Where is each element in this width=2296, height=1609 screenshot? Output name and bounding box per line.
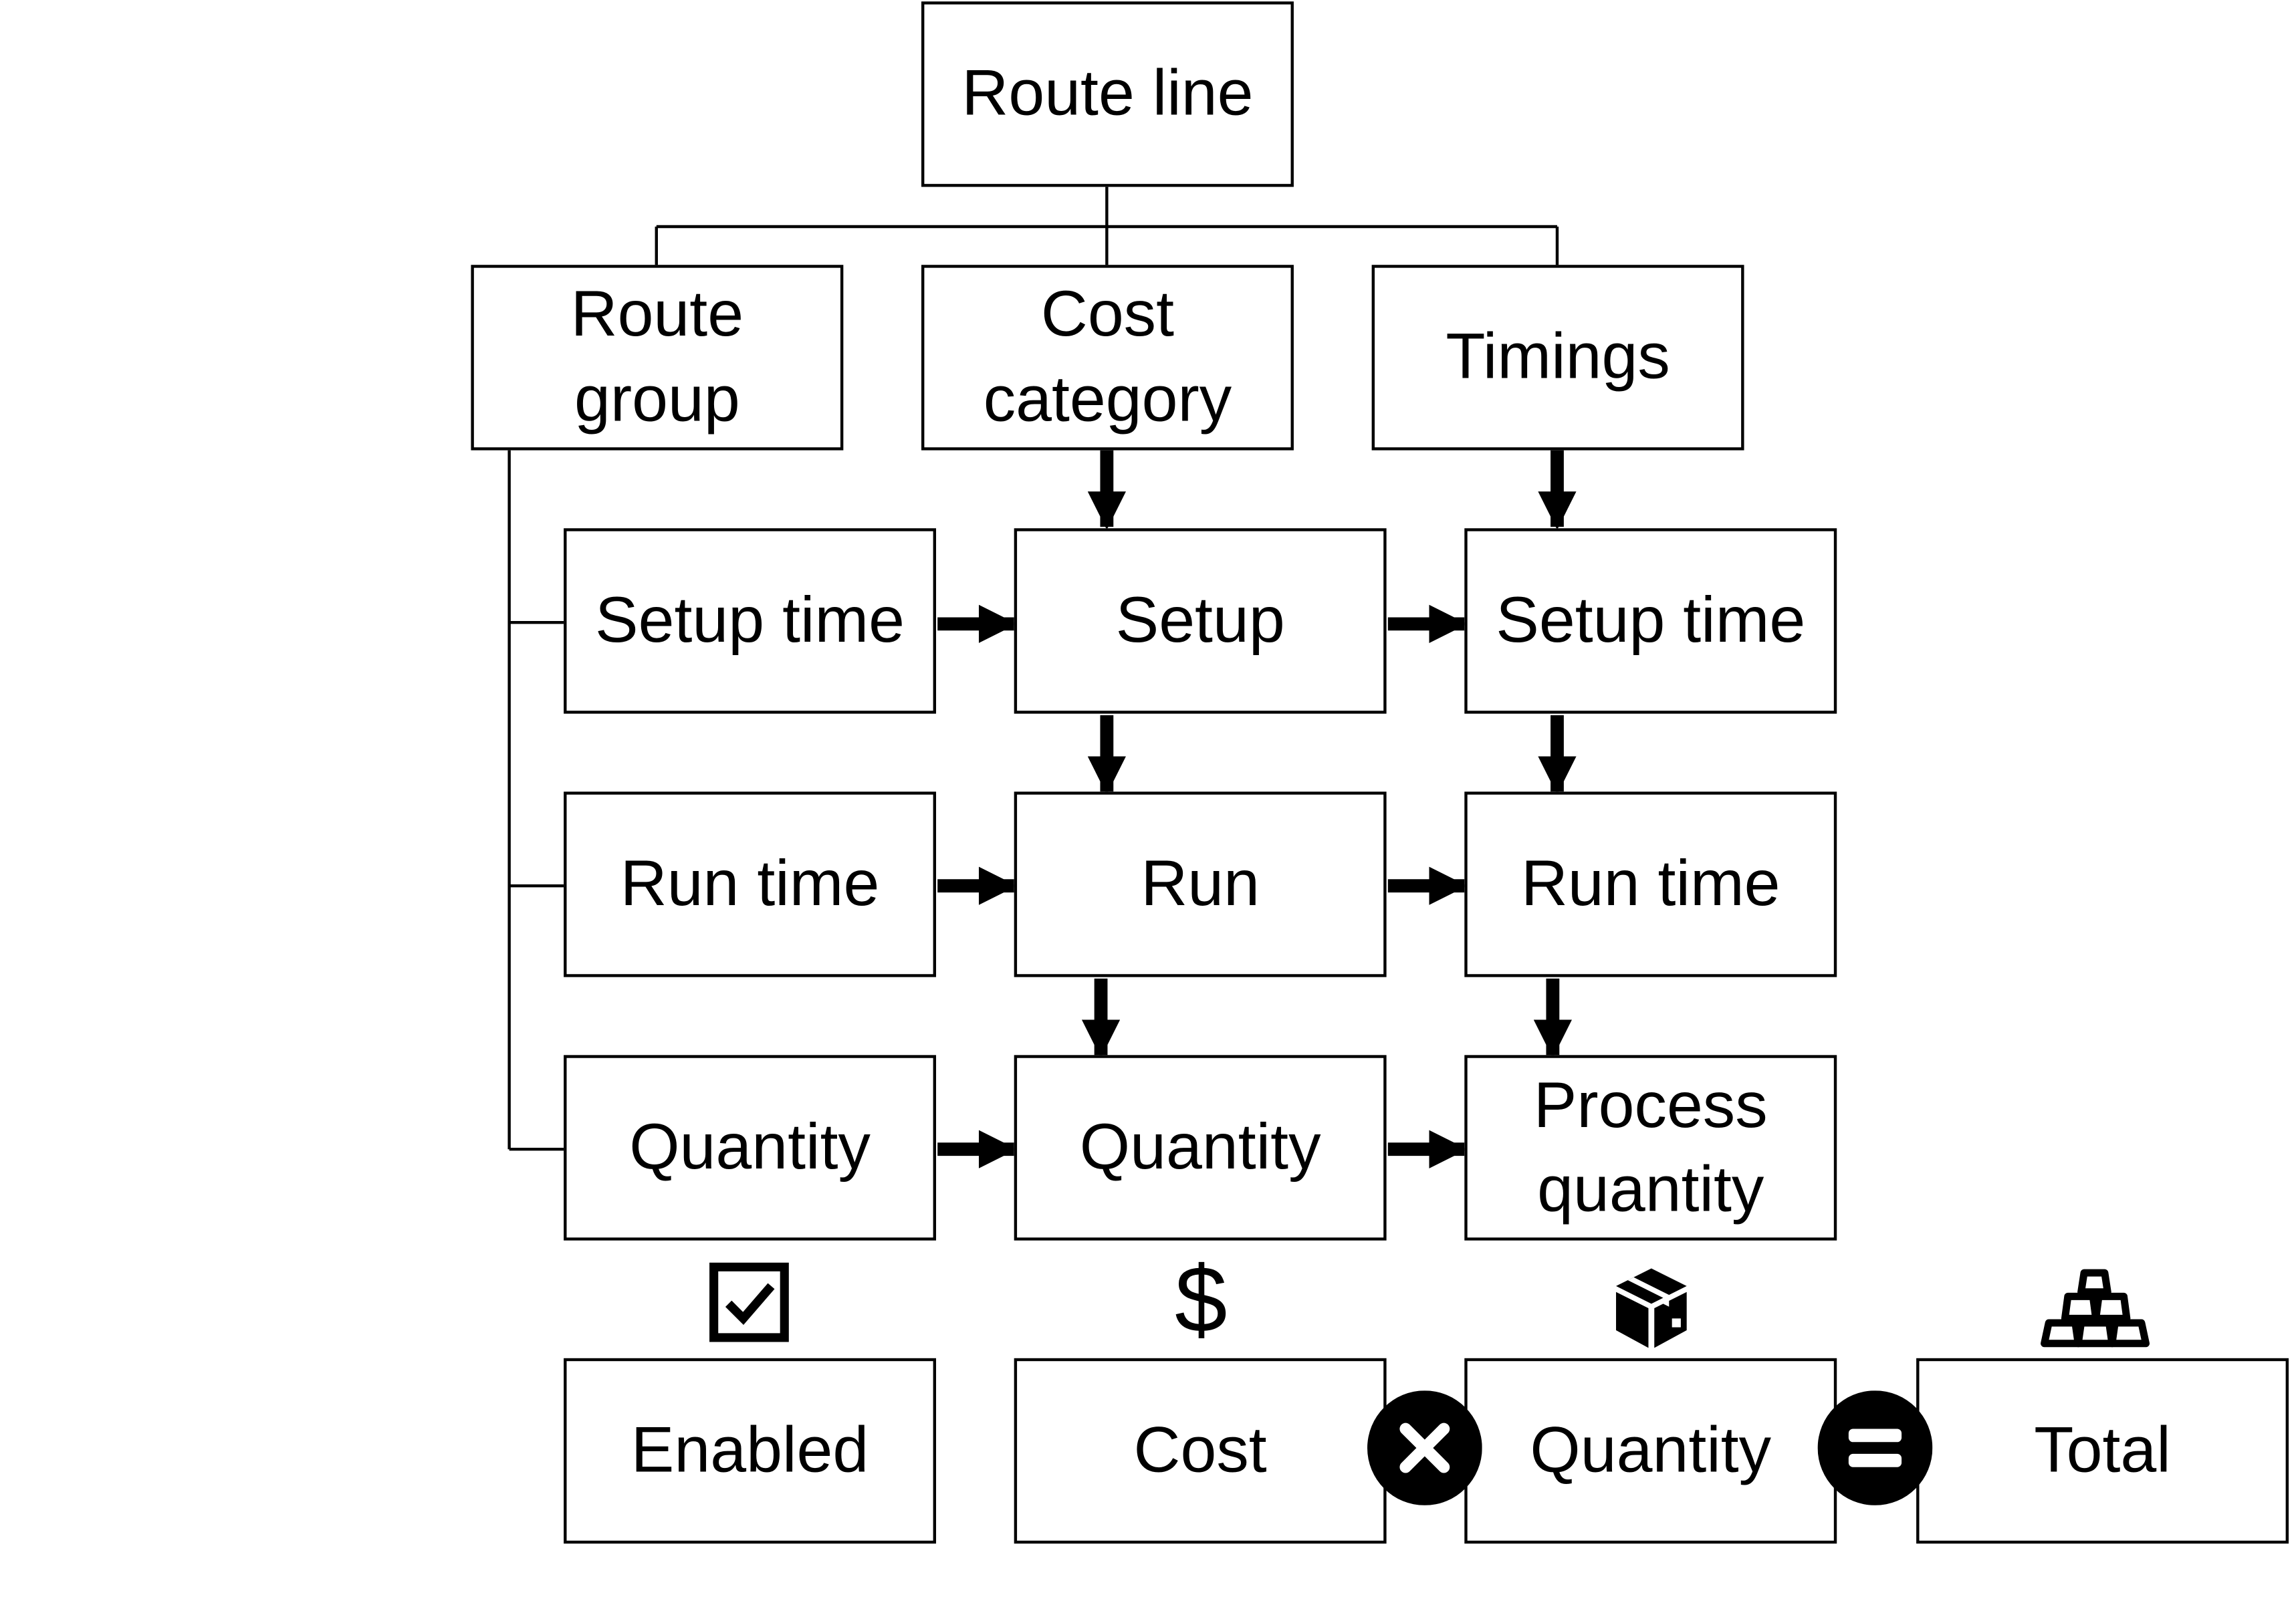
timing-setup-time-box: Setup time (1464, 528, 1837, 714)
timing-run-time-box: Run time (1464, 791, 1837, 977)
route-group-setup-time-label: Setup time (595, 584, 905, 656)
enabled-label: Enabled (630, 1414, 869, 1487)
stacked-bars-icon (2041, 1269, 2150, 1348)
process-quantity-label: Process quantity (1533, 1069, 1768, 1226)
dollar-icon: $ (1175, 1246, 1228, 1352)
tree-lines (507, 187, 1559, 1151)
cost-run-label: Run (1141, 847, 1260, 920)
process-quantity-box: Process quantity (1464, 1055, 1837, 1241)
cost-quantity-box: Quantity (1014, 1055, 1387, 1241)
quantity-label: Quantity (1530, 1414, 1772, 1487)
route-group-quantity-box: Quantity (564, 1055, 937, 1241)
cost-box: Cost (1014, 1358, 1387, 1544)
checkbox-checked-icon (709, 1262, 789, 1342)
enabled-box: Enabled (564, 1358, 937, 1544)
quantity-box: Quantity (1464, 1358, 1837, 1544)
cost-setup-box: Setup (1014, 528, 1387, 714)
route-line-box: Route line (921, 1, 1294, 187)
cost-quantity-label: Quantity (1079, 1110, 1321, 1183)
route-group-quantity-label: Quantity (629, 1110, 871, 1183)
cost-setup-label: Setup (1115, 584, 1285, 656)
route-group-run-time-label: Run time (620, 847, 880, 920)
cost-category-label: Cost category (983, 277, 1232, 436)
box-icon (1616, 1268, 1687, 1348)
multiply-icon (1367, 1390, 1482, 1505)
timings-label: Timings (1446, 320, 1670, 393)
timing-setup-time-label: Setup time (1496, 584, 1806, 656)
cost-category-box: Cost category (921, 265, 1294, 451)
timing-run-time-label: Run time (1520, 847, 1781, 920)
route-line-label: Route line (961, 57, 1254, 130)
timings-box: Timings (1371, 265, 1744, 451)
cost-label: Cost (1133, 1414, 1267, 1487)
route-group-label: Route group (570, 277, 744, 436)
route-group-run-time-box: Run time (564, 791, 937, 977)
total-box: Total (1916, 1358, 2289, 1544)
route-group-setup-time-box: Setup time (564, 528, 937, 714)
total-label: Total (2034, 1414, 2171, 1487)
flow-arrows (937, 450, 1577, 1168)
route-group-box: Route group (471, 265, 844, 451)
equals-icon (1817, 1390, 1933, 1505)
cost-run-box: Run (1014, 791, 1387, 977)
